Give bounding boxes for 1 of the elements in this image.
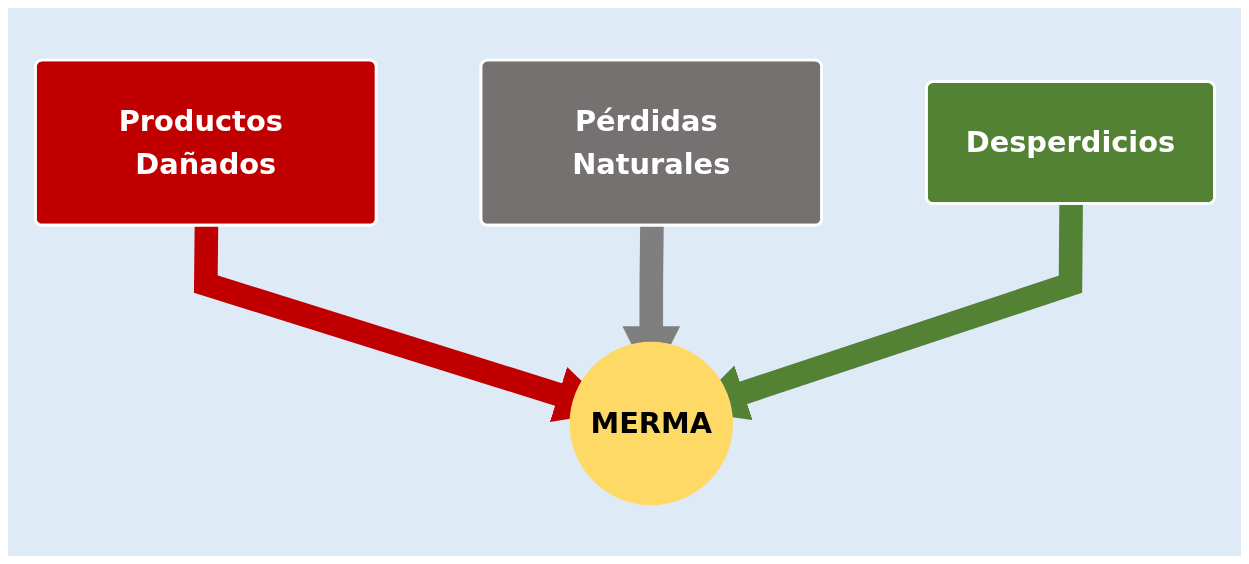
node-circle: MERMA [569,341,733,506]
